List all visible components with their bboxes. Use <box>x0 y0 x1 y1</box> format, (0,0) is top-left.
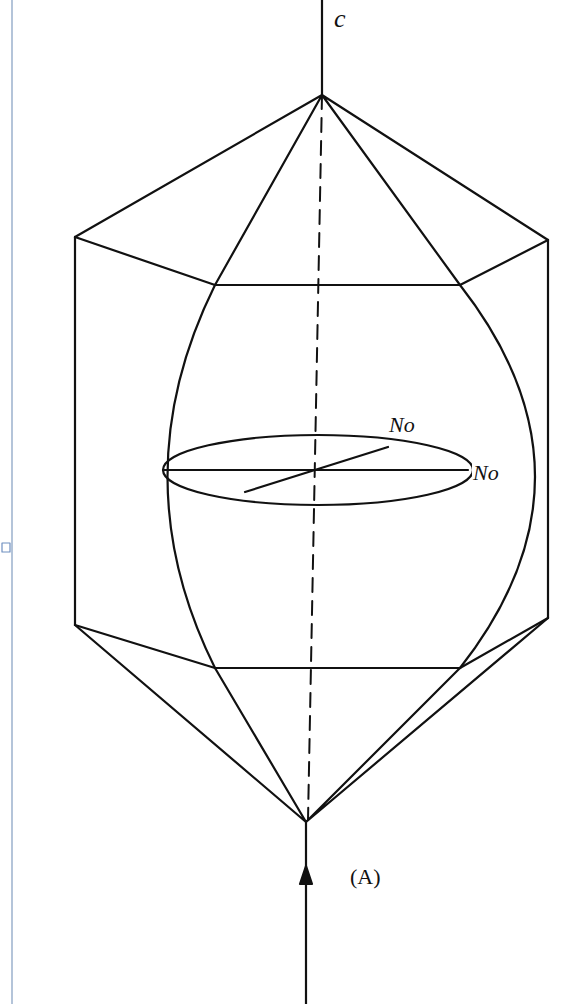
circular-section <box>163 435 473 505</box>
frame-marker <box>2 543 10 552</box>
axis-arrow <box>300 866 312 884</box>
prism-edge <box>547 240 549 618</box>
c-axis-dashed <box>308 95 322 820</box>
index-label: No <box>388 414 416 436</box>
indicatrix-outline <box>168 285 216 668</box>
frame-line <box>11 0 13 1004</box>
section-diameter <box>245 447 388 492</box>
upper-rim <box>75 237 548 285</box>
lower-pyramid <box>75 618 548 822</box>
axis-label: c <box>334 6 346 32</box>
figure-label: (A) <box>350 866 381 888</box>
prism-edge <box>74 237 76 625</box>
lower-rim <box>75 618 548 668</box>
c-axis <box>305 822 307 1004</box>
upper-pyramid <box>75 95 548 285</box>
c-axis <box>321 0 323 95</box>
indicatrix-outline <box>460 285 535 668</box>
index-label: No <box>472 462 500 484</box>
